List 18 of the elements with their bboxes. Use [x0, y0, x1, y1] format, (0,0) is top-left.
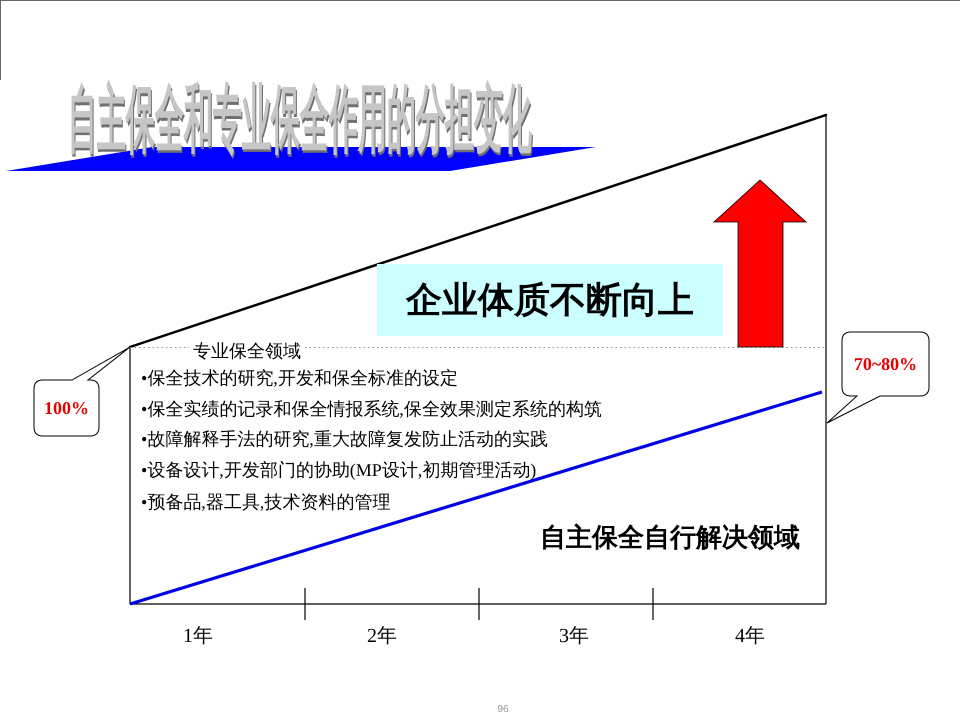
- slogan-text: 企业体质不断向上: [406, 279, 694, 321]
- region-heading: 自主保全自行解决领域: [540, 523, 800, 553]
- page-number: 96: [497, 704, 509, 716]
- bullet-item: •保全技术的研究,开发和保全标准的设定: [141, 367, 458, 389]
- axis-label: 3年: [559, 624, 589, 648]
- bullet-item: •预备品,器工具,技术资料的管理: [141, 491, 390, 513]
- callout-bubble: [826, 332, 930, 424]
- axis-label: 1年: [183, 624, 213, 648]
- axis-label: 2年: [367, 624, 397, 648]
- bullet-item: •设备设计,开发部门的协助(MP设计,初期管理活动): [141, 459, 536, 481]
- axis-label: 4年: [735, 624, 765, 648]
- bullet-item: •故障解释手法的研究,重大故障复发防止活动的实践: [141, 428, 548, 450]
- highlight-box: [377, 264, 723, 336]
- percentage-label: 70~80%: [854, 353, 918, 375]
- region-heading: 专业保全领域: [193, 340, 301, 362]
- bullet-item: •保全实绩的记录和保全情报系统,保全效果测定系统的构筑: [141, 398, 602, 420]
- percentage-label: 100%: [44, 397, 89, 419]
- callout-bubble: [34, 347, 130, 437]
